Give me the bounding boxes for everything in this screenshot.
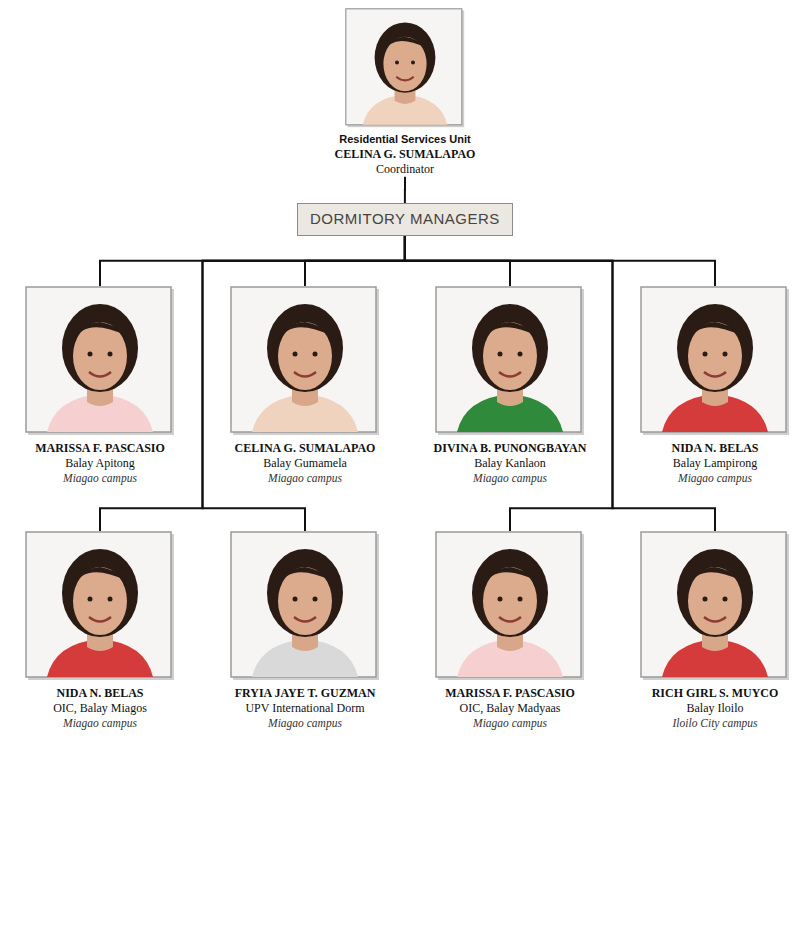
campus-name: Miagao campus	[215, 471, 395, 485]
portrait-photo	[640, 531, 790, 681]
caption: FRYIA JAYE T. GUZMANUPV International Do…	[215, 681, 395, 730]
unit-name: Residential Services Unit	[320, 133, 490, 147]
portrait-photo	[25, 531, 175, 681]
person-card: MARISSA F. PASCASIOBalay ApitongMiagao c…	[10, 286, 190, 485]
person-card: FRYIA JAYE T. GUZMANUPV International Do…	[215, 531, 395, 730]
caption: MARISSA F. PASCASIOBalay ApitongMiagao c…	[10, 436, 190, 485]
person-card: CELINA G. SUMALAPAOBalay GumamelaMiagao …	[215, 286, 395, 485]
dorm-name: Balay Lampirong	[625, 456, 805, 471]
connector-line	[404, 177, 406, 203]
person-name: CELINA G. SUMALAPAO	[320, 147, 490, 162]
campus-name: Miagao campus	[420, 471, 600, 485]
person-card: NIDA N. BELASBalay LampirongMiagao campu…	[625, 286, 805, 485]
connector-line	[203, 236, 405, 531]
person-card: DIVINA B. PUNONGBAYANBalay KanlaonMiagao…	[420, 286, 600, 485]
person-name: RICH GIRL S. MUYCO	[625, 686, 805, 701]
group-band: DORMITORY MANAGERS	[297, 203, 513, 236]
portrait-photo	[230, 531, 380, 681]
dorm-name: UPV International Dorm	[215, 701, 395, 716]
portrait-photo	[435, 531, 585, 681]
person-card: NIDA N. BELASOIC, Balay MiagosMiagao cam…	[10, 531, 190, 730]
portrait-photo	[230, 286, 380, 436]
campus-name: Miagao campus	[420, 716, 600, 730]
portrait-photo	[25, 286, 175, 436]
person-name: CELINA G. SUMALAPAO	[215, 441, 395, 456]
person-name: DIVINA B. PUNONGBAYAN	[420, 441, 600, 456]
caption: MARISSA F. PASCASIOOIC, Balay MadyaasMia…	[420, 681, 600, 730]
caption: CELINA G. SUMALAPAOBalay GumamelaMiagao …	[215, 436, 395, 485]
person-name: FRYIA JAYE T. GUZMAN	[215, 686, 395, 701]
group-title: DORMITORY MANAGERS	[310, 210, 500, 229]
dorm-name: OIC, Balay Miagos	[10, 701, 190, 716]
person-name: MARISSA F. PASCASIO	[420, 686, 600, 701]
campus-name: Miagao campus	[215, 716, 395, 730]
portrait-photo	[435, 286, 585, 436]
dorm-name: Balay Kanlaon	[420, 456, 600, 471]
person-name: NIDA N. BELAS	[625, 441, 805, 456]
campus-name: Miagao campus	[10, 471, 190, 485]
portrait-photo	[640, 286, 790, 436]
person-card: MARISSA F. PASCASIOOIC, Balay MadyaasMia…	[420, 531, 600, 730]
position-title: Coordinator	[320, 162, 490, 177]
dorm-name: Balay Gumamela	[215, 456, 395, 471]
person-card: RICH GIRL S. MUYCOBalay IloiloIloilo Cit…	[625, 531, 805, 730]
dorm-name: Balay Iloilo	[625, 701, 805, 716]
caption: NIDA N. BELASBalay LampirongMiagao campu…	[625, 436, 805, 485]
campus-name: Iloilo City campus	[625, 716, 805, 730]
person-card: Residential Services UnitCELINA G. SUMAL…	[320, 8, 490, 177]
dorm-name: Balay Apitong	[10, 456, 190, 471]
caption: RICH GIRL S. MUYCOBalay IloiloIloilo Cit…	[625, 681, 805, 730]
person-name: NIDA N. BELAS	[10, 686, 190, 701]
connector-line	[405, 236, 613, 531]
campus-name: Miagao campus	[10, 716, 190, 730]
caption: NIDA N. BELASOIC, Balay MiagosMiagao cam…	[10, 681, 190, 730]
portrait-photo	[345, 8, 465, 128]
person-name: MARISSA F. PASCASIO	[10, 441, 190, 456]
dorm-name: OIC, Balay Madyaas	[420, 701, 600, 716]
caption: Residential Services UnitCELINA G. SUMAL…	[320, 128, 490, 177]
caption: DIVINA B. PUNONGBAYANBalay KanlaonMiagao…	[420, 436, 600, 485]
campus-name: Miagao campus	[625, 471, 805, 485]
